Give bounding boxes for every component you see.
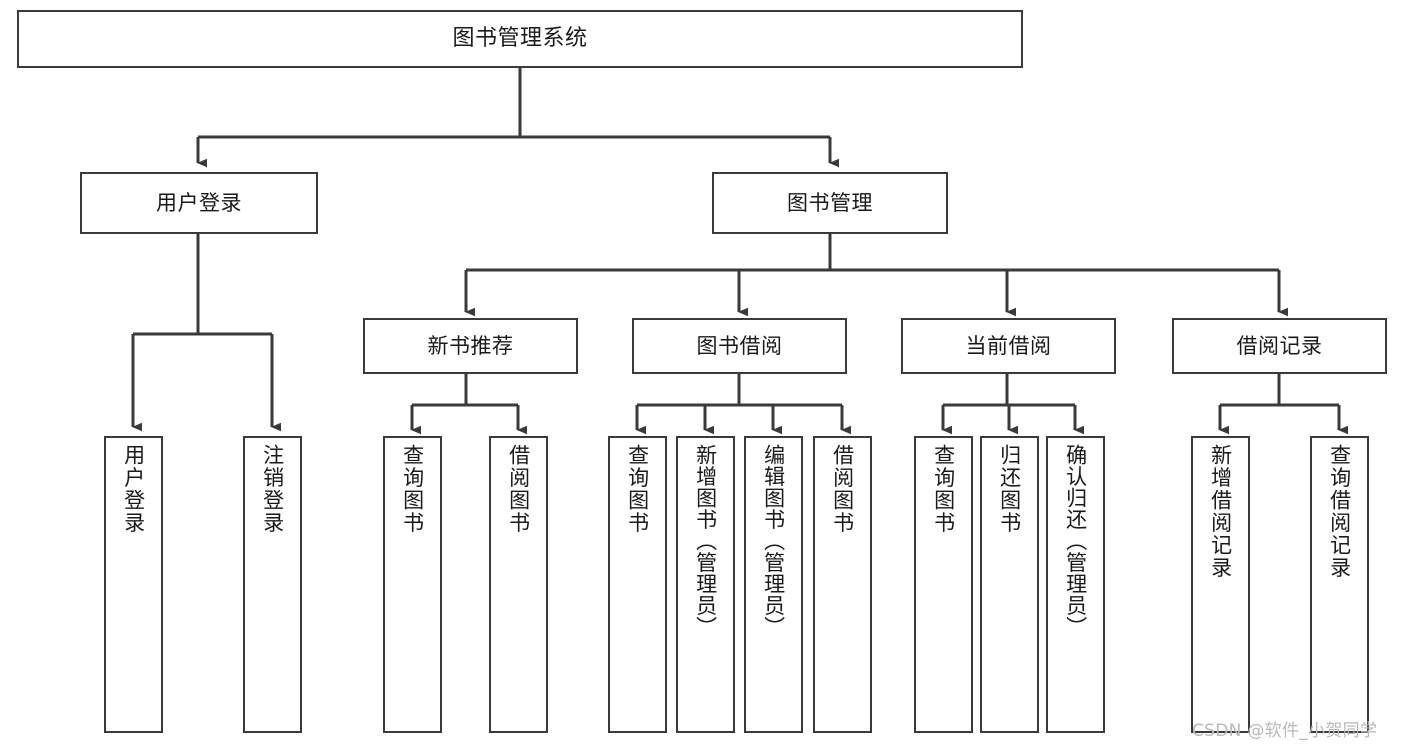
node-label: 确认归还（管理员） xyxy=(1063,444,1088,638)
leaf-return-book[interactable]: 归还图书 xyxy=(980,436,1039,733)
node-book-management[interactable]: 图书管理 xyxy=(712,172,948,234)
node-current-borrow[interactable]: 当前借阅 xyxy=(901,318,1116,374)
node-label: 编辑图书（管理员） xyxy=(761,444,786,638)
leaf-confirm-return-admin[interactable]: 确认归还（管理员） xyxy=(1046,436,1105,733)
leaf-query-borrow-record[interactable]: 查询借阅记录 xyxy=(1310,436,1369,733)
leaf-edit-book-admin[interactable]: 编辑图书（管理员） xyxy=(744,436,803,733)
node-label: 新书推荐 xyxy=(427,333,514,358)
node-label: 查询借阅记录 xyxy=(1327,444,1352,579)
node-book-borrow[interactable]: 图书借阅 xyxy=(632,318,847,374)
leaf-borrow-book-recommend[interactable]: 借阅图书 xyxy=(489,436,548,733)
leaf-add-borrow-record[interactable]: 新增借阅记录 xyxy=(1191,436,1250,733)
node-label: 借阅图书 xyxy=(506,444,531,534)
node-root-book-management-system[interactable]: 图书管理系统 xyxy=(17,10,1023,68)
node-label: 新增借阅记录 xyxy=(1208,444,1233,579)
node-label: 查询图书 xyxy=(931,444,956,534)
leaf-borrow-book[interactable]: 借阅图书 xyxy=(813,436,872,733)
node-label: 注销登录 xyxy=(260,444,285,534)
node-label: 图书管理系统 xyxy=(452,26,588,52)
leaf-add-book-admin[interactable]: 新增图书（管理员） xyxy=(676,436,735,733)
leaf-logout-login[interactable]: 注销登录 xyxy=(243,436,302,733)
node-new-book-recommend[interactable]: 新书推荐 xyxy=(363,318,578,374)
node-label: 图书借阅 xyxy=(696,333,783,358)
node-label: 借阅记录 xyxy=(1236,333,1323,358)
csdn-watermark: CSDN @软件_小贺同学 xyxy=(1192,721,1378,741)
node-label: 借阅图书 xyxy=(830,444,855,534)
node-borrow-record[interactable]: 借阅记录 xyxy=(1172,318,1387,374)
node-label: 用户登录 xyxy=(156,190,242,215)
node-label: 新增图书（管理员） xyxy=(693,444,718,638)
node-label: 归还图书 xyxy=(997,444,1022,534)
leaf-query-book-borrow[interactable]: 查询图书 xyxy=(608,436,667,733)
leaf-query-book-current[interactable]: 查询图书 xyxy=(914,436,973,733)
node-label: 查询图书 xyxy=(625,444,650,534)
node-label: 当前借阅 xyxy=(965,333,1052,358)
leaf-query-book-recommend[interactable]: 查询图书 xyxy=(383,436,442,733)
node-label: 图书管理 xyxy=(787,190,873,215)
node-user-login[interactable]: 用户登录 xyxy=(80,172,318,234)
node-label: 查询图书 xyxy=(400,444,425,534)
leaf-user-login[interactable]: 用户登录 xyxy=(104,436,163,733)
node-label: 用户登录 xyxy=(121,444,146,534)
